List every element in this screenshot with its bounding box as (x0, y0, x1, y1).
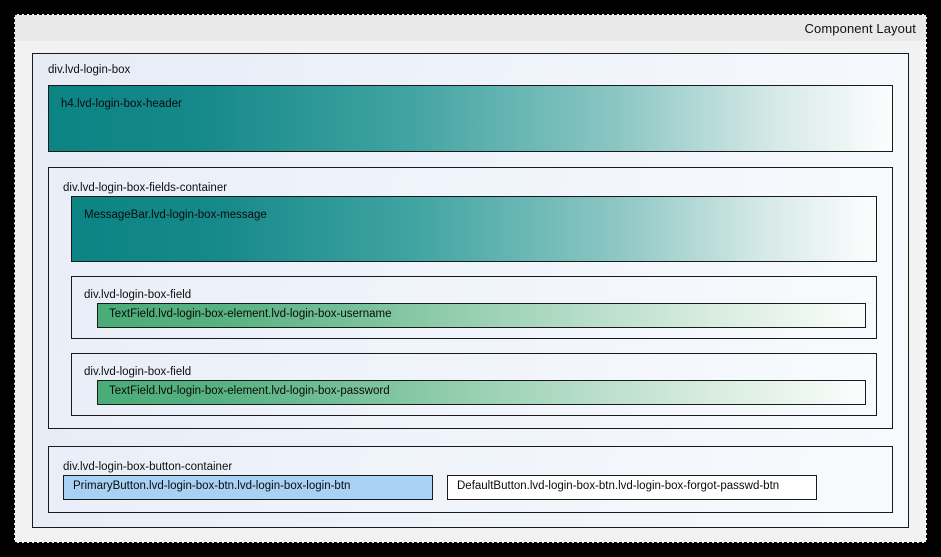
field-password-label: div.lvd-login-box-field (84, 365, 192, 378)
username-input-label: TextField.lvd-login-box-element.lvd-logi… (109, 308, 392, 321)
password-input-label: TextField.lvd-login-box-element.lvd-logi… (109, 385, 390, 398)
login-box-button-container[interactable]: div.lvd-login-box-button-container Prima… (48, 445, 893, 513)
login-box-field-username[interactable]: div.lvd-login-box-field TextField.lvd-lo… (71, 275, 877, 339)
component-layout-window: Component Layout div.lvd-login-box h4.lv… (14, 14, 927, 543)
button-row: PrimaryButton.lvd-login-box-btn.lvd-logi… (60, 474, 881, 500)
username-input[interactable]: TextField.lvd-login-box-element.lvd-logi… (97, 302, 866, 328)
password-input[interactable]: TextField.lvd-login-box-element.lvd-logi… (97, 379, 866, 405)
fields-container-label: div.lvd-login-box-fields-container (63, 181, 228, 194)
login-box-message-label: MessageBar.lvd-login-box-message (84, 208, 267, 221)
login-box-message-bar[interactable]: MessageBar.lvd-login-box-message (71, 195, 877, 262)
login-box-container[interactable]: div.lvd-login-box h4.lvd-login-box-heade… (32, 53, 909, 528)
forgot-password-button[interactable]: DefaultButton.lvd-login-box-btn.lvd-logi… (447, 474, 817, 500)
login-box-field-password[interactable]: div.lvd-login-box-field TextField.lvd-lo… (71, 352, 877, 416)
login-box-fields-container[interactable]: div.lvd-login-box-fields-container Messa… (48, 166, 893, 429)
layout-stage: div.lvd-login-box h4.lvd-login-box-heade… (15, 41, 926, 542)
login-button-label: PrimaryButton.lvd-login-box-btn.lvd-logi… (73, 480, 351, 493)
forgot-password-button-label: DefaultButton.lvd-login-box-btn.lvd-logi… (457, 480, 780, 493)
login-box-header-label: h4.lvd-login-box-header (61, 97, 182, 110)
button-container-label: div.lvd-login-box-button-container (63, 460, 233, 473)
window-title: Component Layout (804, 20, 916, 36)
window-titlebar: Component Layout (15, 15, 926, 41)
login-box-header[interactable]: h4.lvd-login-box-header (48, 84, 893, 152)
login-box-label: div.lvd-login-box (48, 64, 131, 76)
login-button[interactable]: PrimaryButton.lvd-login-box-btn.lvd-logi… (63, 474, 433, 500)
field-username-label: div.lvd-login-box-field (84, 288, 192, 301)
